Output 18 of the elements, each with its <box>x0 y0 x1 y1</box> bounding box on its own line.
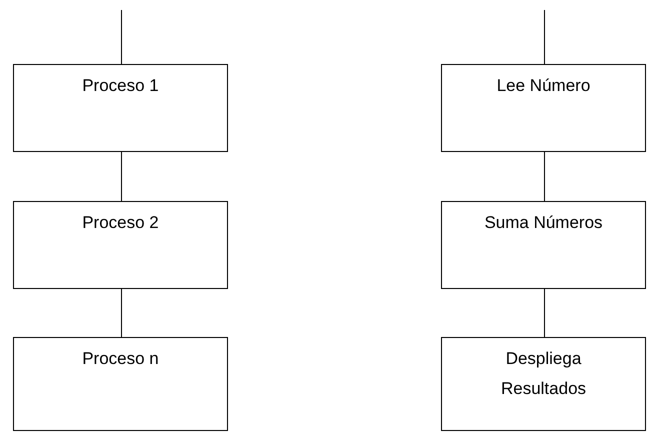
process-label: Lee Número <box>496 75 590 97</box>
connector-line <box>544 152 545 202</box>
process-box <box>13 201 228 289</box>
process-label: Proceso 1 <box>82 75 159 97</box>
process-label: Proceso 2 <box>82 212 159 234</box>
process-label: Despliega Resultados <box>500 348 588 400</box>
process-label: Proceso n <box>82 348 159 370</box>
process-box <box>441 64 646 152</box>
process-box <box>13 64 228 152</box>
process-box <box>13 337 228 431</box>
process-label: Suma Números <box>484 212 603 234</box>
connector-line <box>121 152 122 202</box>
process-box <box>441 201 646 289</box>
connector-line <box>544 10 545 64</box>
connector-line <box>121 288 122 338</box>
connector-line <box>544 288 545 338</box>
process-box <box>441 337 646 431</box>
connector-line <box>121 10 122 64</box>
